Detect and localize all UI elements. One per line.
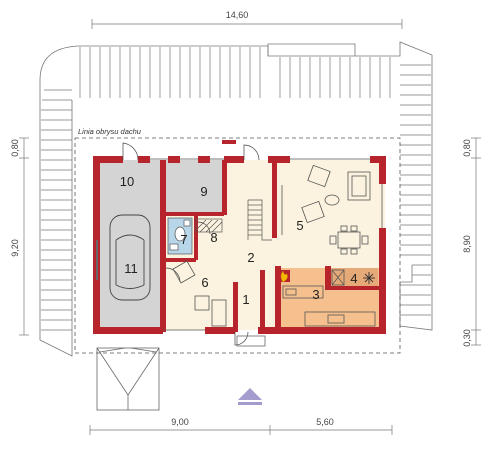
room-number-5: 5 xyxy=(296,218,303,233)
closet-hatching xyxy=(195,218,223,233)
stairs xyxy=(247,199,272,241)
fireplace-icon xyxy=(280,270,288,283)
dim-right-upper: 0,80 xyxy=(462,139,472,157)
dim-left-lower: 9,20 xyxy=(10,239,20,257)
room-number-11: 11 xyxy=(124,261,138,276)
dim-bottom-left: 9,00 xyxy=(171,417,189,427)
room-number-7: 7 xyxy=(180,232,187,247)
rafters-left xyxy=(41,89,72,331)
eave-dashed-line xyxy=(74,137,401,354)
eave-line-label: Linia obrysu dachu xyxy=(78,127,142,136)
garage-door xyxy=(96,240,98,280)
windows xyxy=(150,158,383,331)
room-number-8: 8 xyxy=(210,230,217,245)
dim-right-mid: 8,90 xyxy=(462,235,472,253)
roof-outline xyxy=(39,41,433,357)
pantry-floor xyxy=(330,268,378,290)
room-number-4: 4 xyxy=(350,271,357,286)
living-furniture xyxy=(281,164,371,255)
entry-arrow-base xyxy=(238,402,262,405)
rafters-top xyxy=(79,47,391,98)
room6-furniture xyxy=(172,260,227,327)
dimension-lines xyxy=(19,19,481,435)
utility-floor xyxy=(165,160,223,215)
rafters-right xyxy=(400,64,431,316)
kitchen-fixtures xyxy=(282,269,376,327)
dim-left-upper: 0,80 xyxy=(10,139,20,157)
dim-bottom-right: 5,60 xyxy=(316,417,334,427)
entrance-terrace xyxy=(96,335,266,411)
dim-top-total: 14,60 xyxy=(226,10,249,20)
room-number-6: 6 xyxy=(201,275,208,290)
dim-right-lower: 0,30 xyxy=(462,329,472,347)
car-icon xyxy=(109,214,151,301)
bathroom-fixtures xyxy=(167,217,193,255)
room-number-9: 9 xyxy=(200,184,207,199)
room-number-3: 3 xyxy=(312,287,319,302)
snowflake-icon xyxy=(363,272,375,284)
entry-arrow-icon xyxy=(238,388,262,400)
room-number-2: 2 xyxy=(247,250,254,265)
room-number-1: 1 xyxy=(242,292,249,307)
room-number-10: 10 xyxy=(120,174,134,189)
